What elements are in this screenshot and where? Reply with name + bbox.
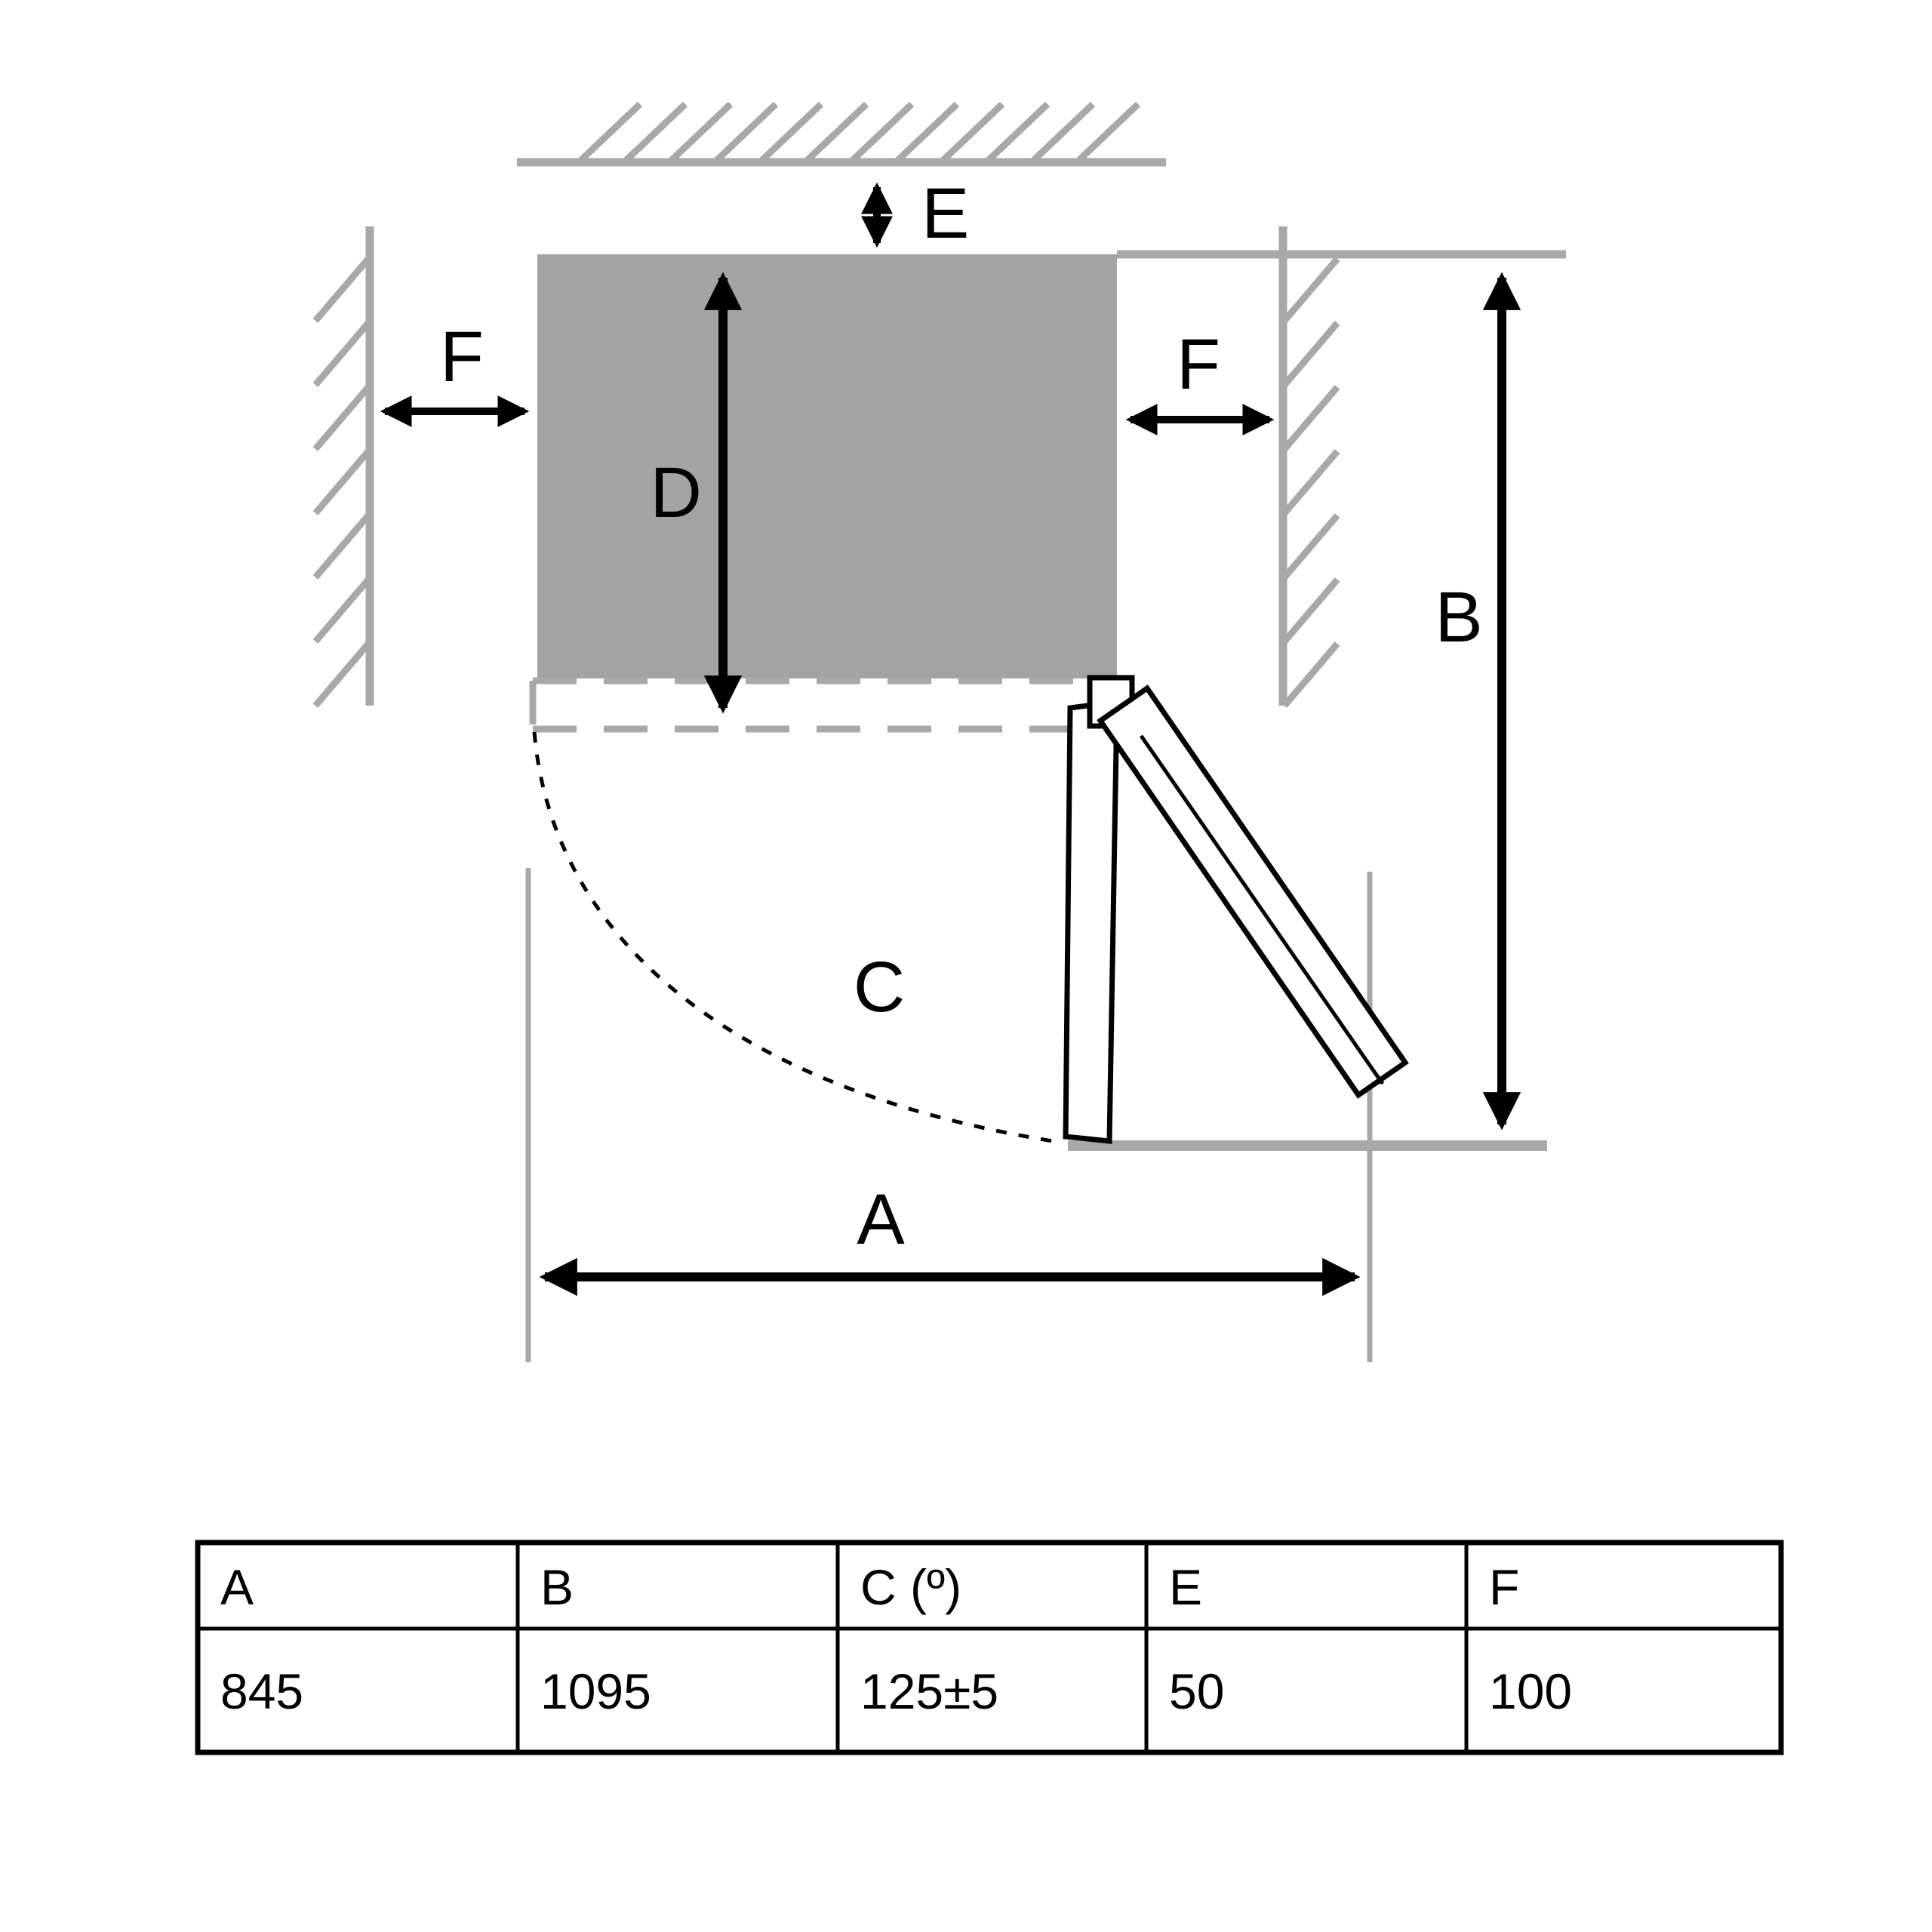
dimension-label-d: D [650,453,702,533]
appliance-body [537,254,1117,678]
left-wall-hatch-marks [312,257,371,708]
table-header-a: A [220,1559,254,1615]
dimension-label-a: A [857,1180,905,1260]
top-wall-hatch-marks [578,101,1141,163]
door-open-125 [1097,685,1409,1099]
dimension-label-e: E [921,174,969,254]
table-header-c: C (º) [860,1559,961,1615]
table-value-b: 1095 [540,1663,651,1719]
door-closed-outline [529,677,1109,733]
table-value-a: 845 [220,1663,303,1719]
table-value-c: 125±5 [860,1663,998,1719]
table-value-row: 845 1095 125±5 50 100 [220,1663,1572,1719]
table-header-b: B [540,1559,574,1615]
dimension-label-c: C [854,947,906,1027]
dimension-label-f-left: F [440,317,484,397]
door-open-90 [1063,675,1135,1144]
table-header-e: E [1169,1559,1202,1615]
table-header-row: A B C (º) E F [220,1559,1519,1615]
dimensions-table [195,1540,1784,1755]
table-value-e: 50 [1169,1663,1224,1719]
dimension-label-f-right: F [1177,325,1220,405]
right-wall-hatch-marks [1281,257,1340,708]
guide-lines-a [525,868,1373,1362]
dimension-arrows [380,182,1521,1297]
table-header-f: F [1489,1559,1519,1615]
dimension-label-b: B [1435,577,1482,657]
reference-lines-b [1068,250,1566,1151]
table-value-f: 100 [1489,1663,1572,1719]
door-swing-arc [532,731,1054,1143]
